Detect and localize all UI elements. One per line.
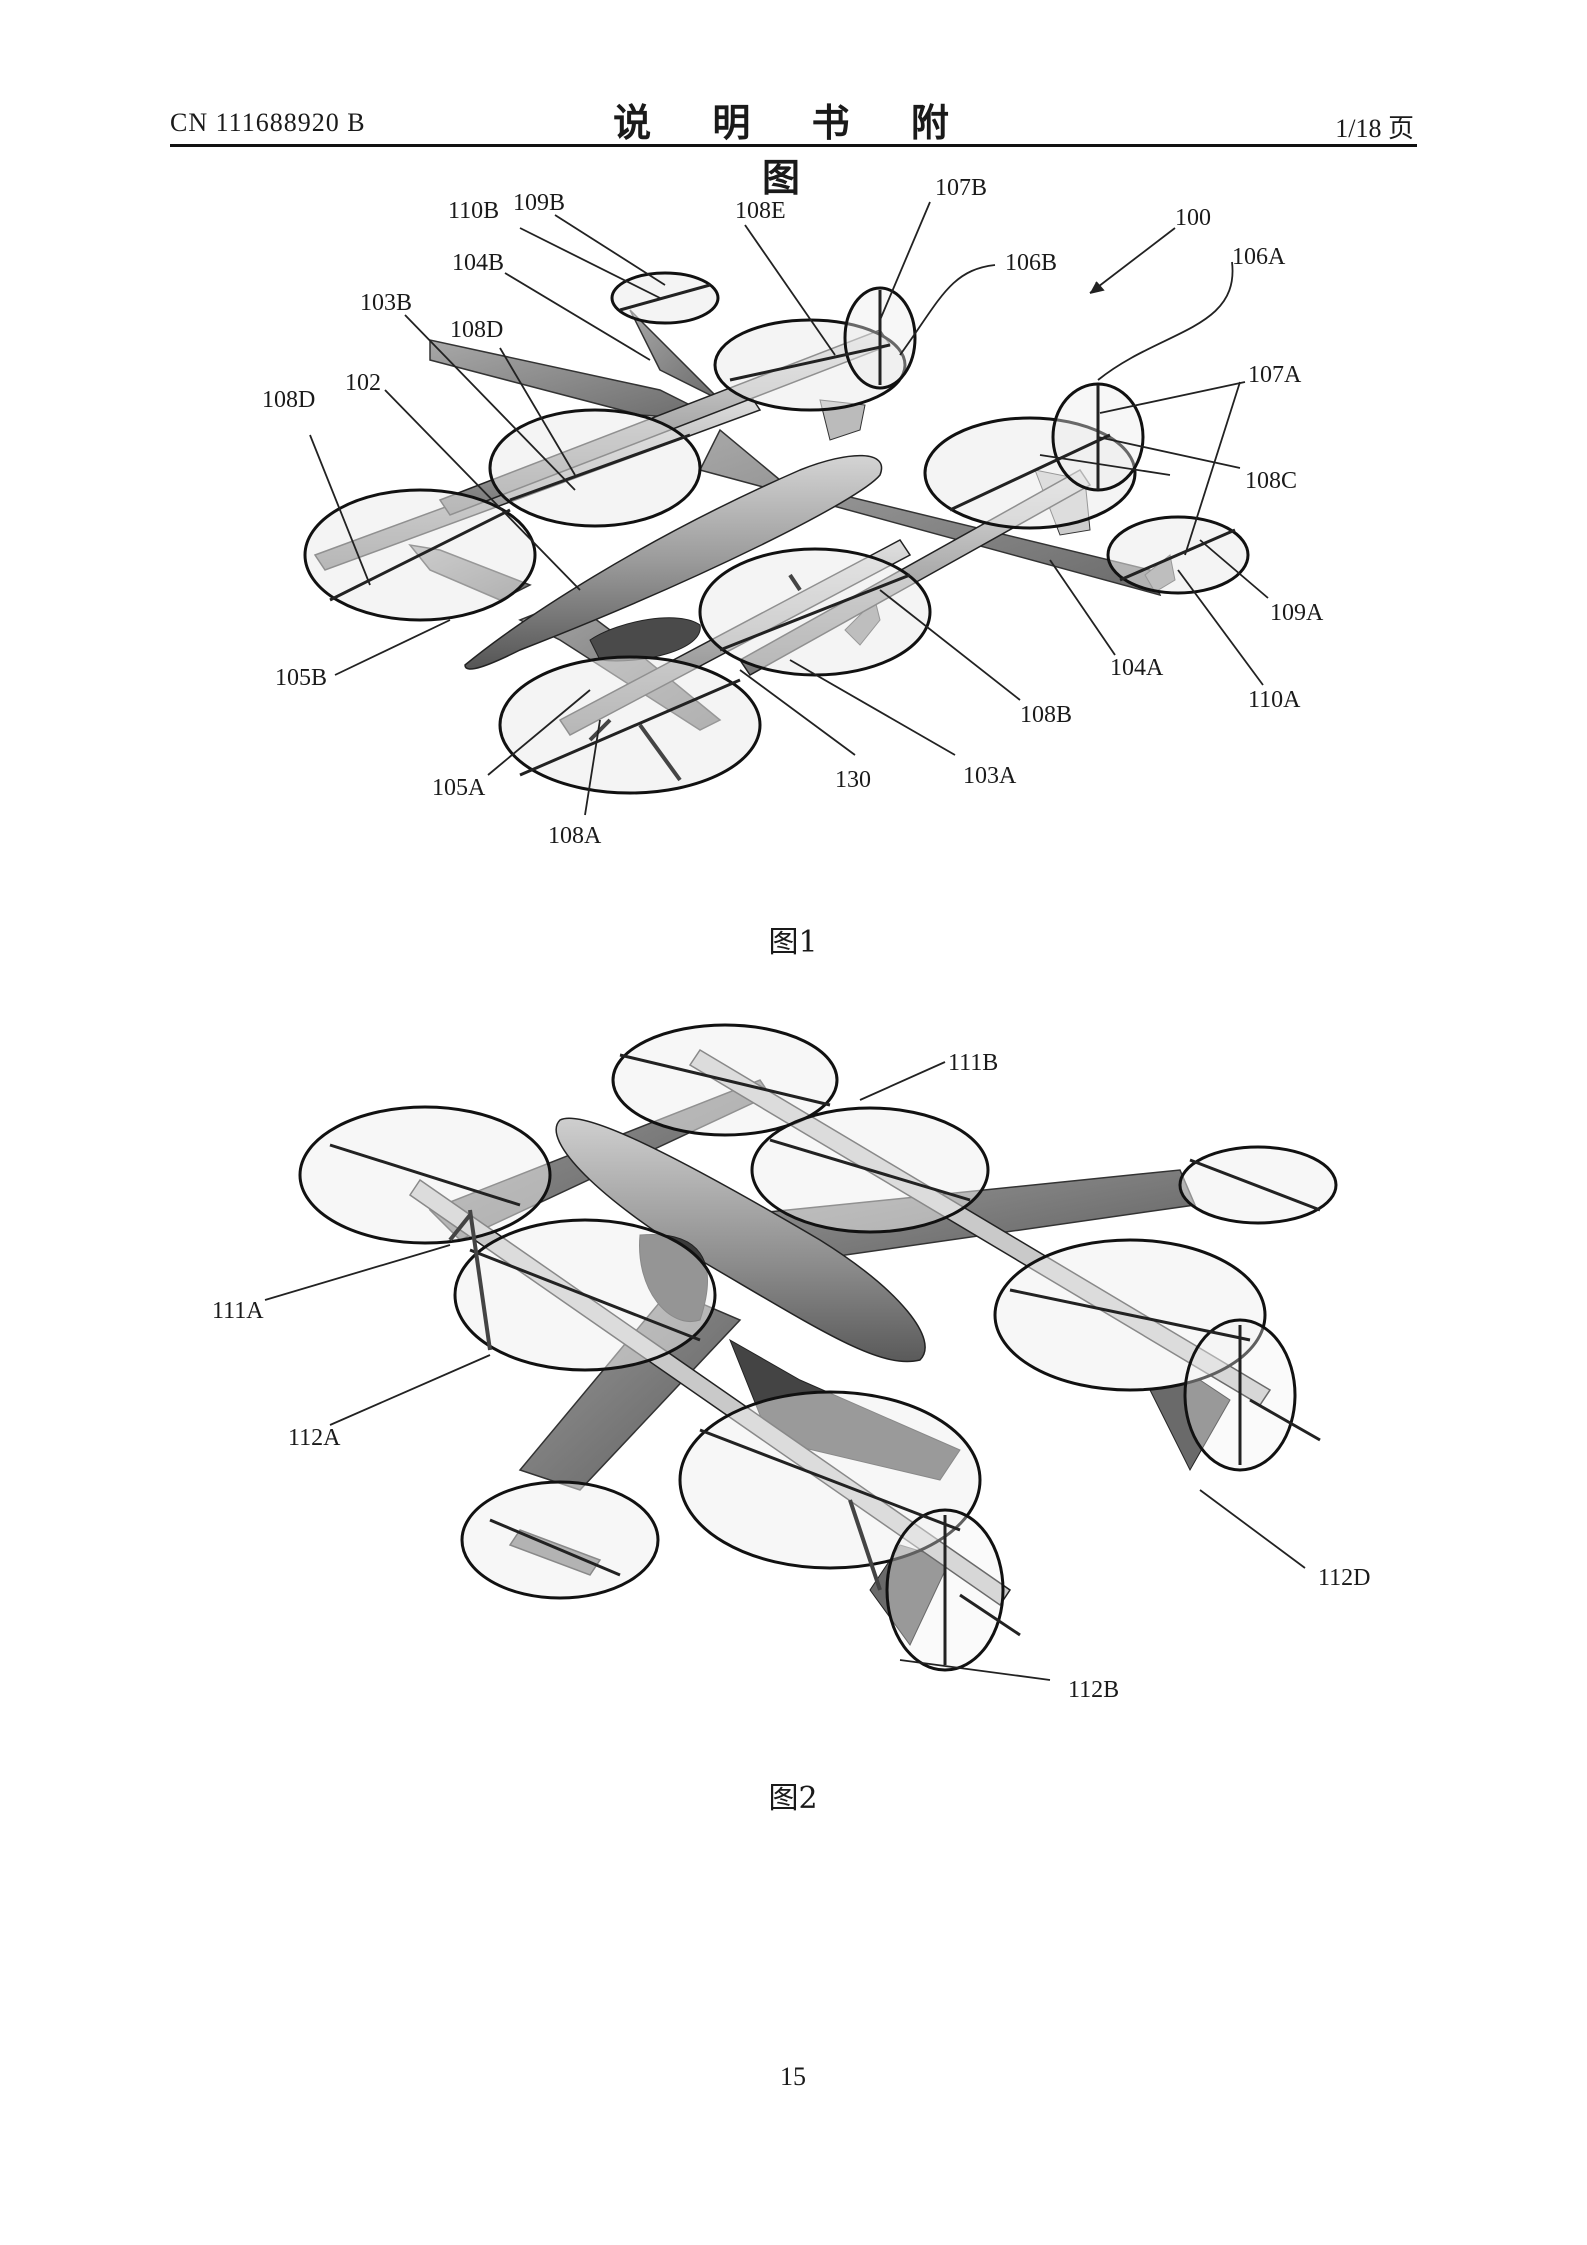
label-107a: 107A (1248, 362, 1302, 388)
rotor-blades (329, 283, 1236, 777)
leader-lines-2 (264, 1061, 1306, 1681)
page-indicator: 1/18 页 (1335, 114, 1414, 143)
page-number: 15 (780, 2062, 806, 2091)
label-104b: 104B (452, 250, 504, 276)
label-107b: 107B (935, 175, 987, 201)
rotor-disk-108a (498, 655, 762, 795)
label-105a: 105A (432, 775, 486, 801)
label-108d-inner: 108D (450, 317, 503, 343)
label-109a: 109A (1270, 600, 1324, 626)
label-103a: 103A (963, 763, 1017, 789)
patent-number: CN 111688920 B (170, 108, 366, 137)
label-106a: 106A (1232, 244, 1286, 270)
label-112a: 112A (288, 1425, 341, 1451)
label-105b: 105B (275, 665, 327, 691)
label-130: 130 (835, 767, 871, 793)
figure-1-drawing: 100 106A 107A 108C 109A 110A 104A 108B 1… (262, 175, 1324, 849)
label-112d: 112D (1318, 1565, 1370, 1591)
label-111b: 111B (948, 1050, 998, 1076)
label-108a: 108A (548, 823, 602, 849)
figure-2-caption: 图2 (768, 1781, 818, 1816)
tail-fin (629, 309, 721, 401)
rotor-blades-2 (329, 1053, 1321, 1665)
label-104a: 104A (1110, 655, 1164, 681)
label-108b: 108B (1020, 702, 1072, 728)
label-110a: 110A (1248, 687, 1301, 713)
label-109b: 109B (513, 190, 565, 216)
fuselage (464, 454, 883, 670)
label-102: 102 (345, 370, 381, 396)
figure-2-drawing: 111B 111A 112A 112D 112B (212, 1023, 1370, 1703)
label-110b: 110B (448, 198, 499, 224)
label-106b: 106B (1005, 250, 1057, 276)
leader-lines (309, 201, 1269, 816)
label-108d-outer: 108D (262, 387, 315, 413)
section-title: 说 明 书 附 图 (613, 100, 973, 200)
label-108c: 108C (1245, 468, 1297, 494)
label-112b: 112B (1068, 1677, 1119, 1703)
label-103b: 103B (360, 290, 412, 316)
main-wing-left (429, 339, 721, 421)
label-108e: 108E (735, 198, 786, 224)
header-rule (170, 144, 1417, 147)
fuselage-2 (555, 1117, 926, 1363)
label-111a: 111A (212, 1298, 264, 1324)
label-100: 100 (1175, 205, 1211, 231)
figure-1-caption: 图1 (768, 925, 818, 960)
rotor-disk-2-front-left (460, 1480, 660, 1600)
